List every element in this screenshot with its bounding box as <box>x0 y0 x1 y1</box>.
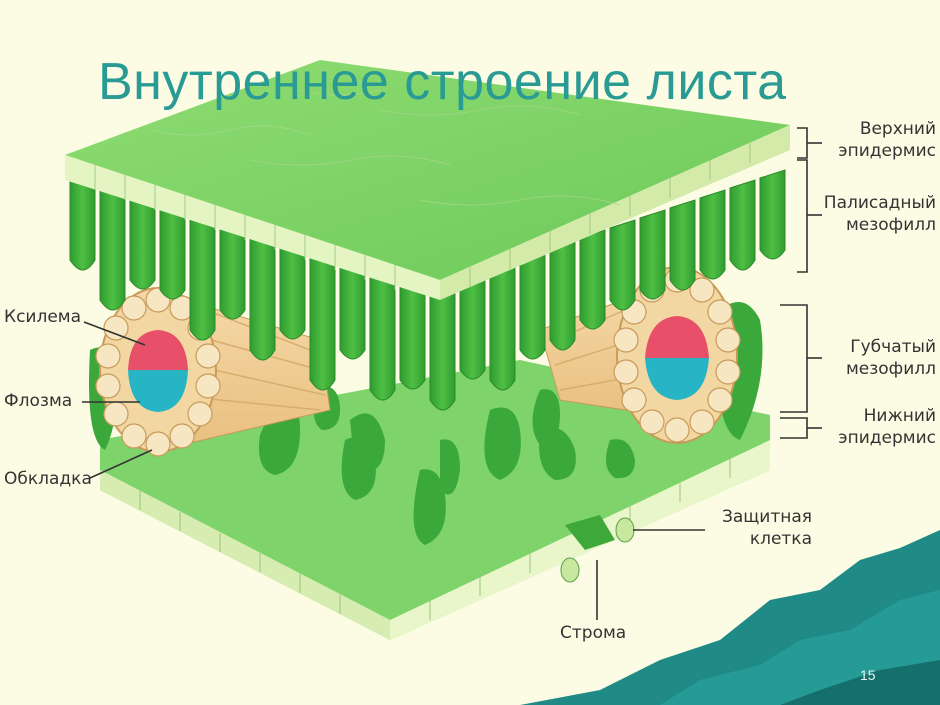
label-spongy-line2: мезофилл <box>845 359 936 379</box>
label-pointers <box>82 321 705 620</box>
vascular-bundle-right <box>539 266 741 444</box>
label-upper-epidermis-line2: эпидермис <box>838 141 936 161</box>
label-spongy-mesophyll: Губчатый мезофилл <box>826 336 936 380</box>
label-guard-cell-line1: Защитная <box>721 507 812 527</box>
label-palisade-line1: Палисадный <box>823 193 936 213</box>
label-guard-cell-line2: клетка <box>749 529 812 549</box>
label-upper-epidermis-line1: Верхний <box>859 119 936 139</box>
label-sheath: Обкладка <box>4 469 92 489</box>
upper-epidermis <box>65 60 790 300</box>
label-lower-epidermis-line1: Нижний <box>863 406 936 426</box>
label-xylem: Ксилема <box>4 307 82 327</box>
label-palisade-mesophyll: Палисадный мезофилл <box>818 192 936 236</box>
label-guard-cell: Защитная клетка <box>716 506 812 550</box>
page-number: 15 <box>860 667 876 683</box>
slide-title: Внутреннее строение листа <box>98 53 787 111</box>
label-palisade-line2: мезофилл <box>845 215 936 235</box>
label-lower-epidermis: Нижний эпидермис <box>826 405 936 449</box>
palisade-mesophyll <box>69 169 786 411</box>
label-upper-epidermis: Верхний эпидермис <box>826 118 936 162</box>
label-stoma: Строма <box>560 623 627 643</box>
label-spongy-line1: Губчатый <box>850 337 936 357</box>
label-brackets <box>780 127 822 439</box>
label-lower-epidermis-line2: эпидермис <box>838 428 936 448</box>
label-phloem: Флозма <box>4 391 73 411</box>
